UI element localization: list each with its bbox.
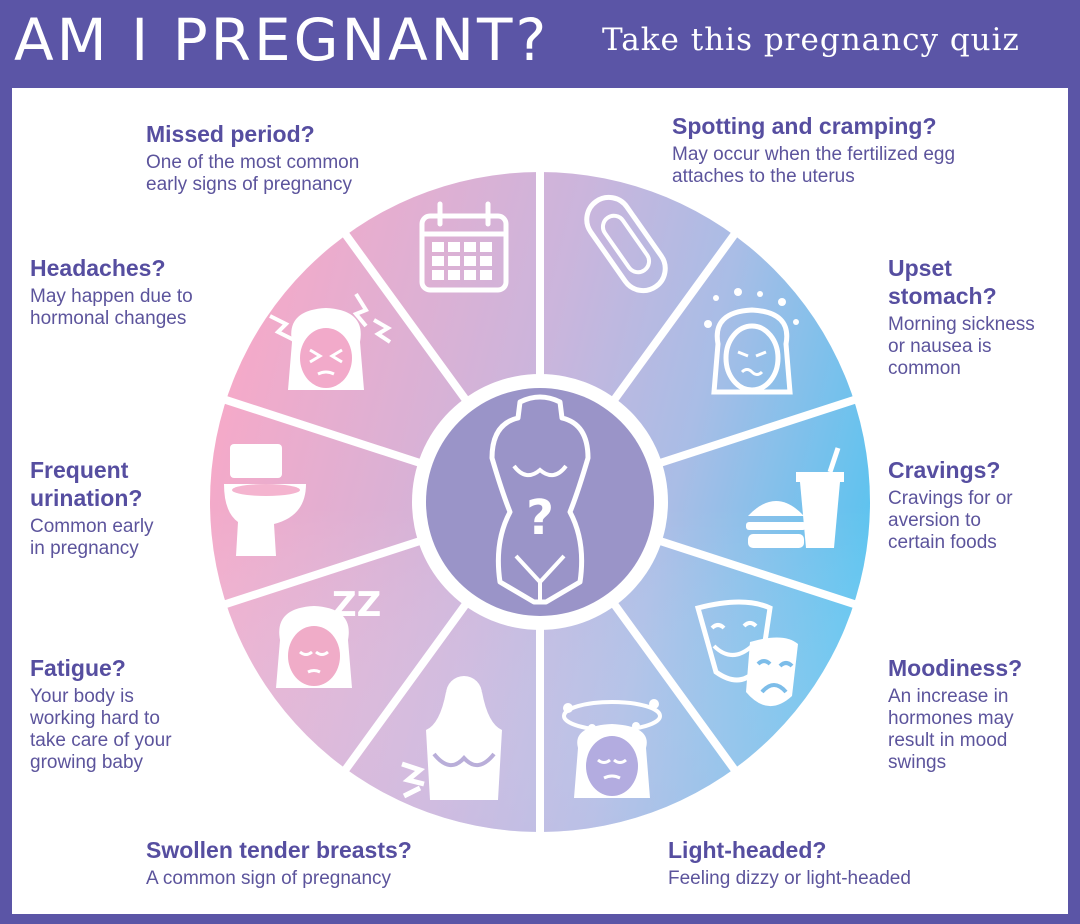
page-subtitle: Take this pregnancy quiz [602,22,1020,58]
segment-divider [219,394,437,472]
header-bar: AM I PREGNANT? Take this pregnancy quiz [0,0,1080,88]
segment-divider [643,532,861,610]
segment-divider [601,227,741,416]
toilet-icon [224,444,306,556]
symptom-light-headed: Light-headed? Feeling dizzy or light-hea… [668,836,1058,890]
symptom-title: Swollen tender breasts? [146,837,412,863]
symptom-title: Cravings? [888,457,1001,483]
symptom-spotting: Spotting and cramping? May occur when th… [672,112,1062,188]
theater-masks-icon [694,599,798,707]
symptom-title: Moodiness? [888,655,1023,681]
segment-divider [219,532,437,610]
sanitary-pad-icon [584,194,668,294]
question-mark-glyph: ? [526,490,554,546]
symptom-title: Missed period? [146,121,315,147]
burger-drink-icon [746,447,844,548]
segment-divider [339,227,479,416]
headache-face-icon [269,292,392,390]
wheel-dividers [219,166,861,838]
calendar-icon [419,201,509,293]
dizzy-face-icon [562,699,662,798]
symptom-description: A common sign of pregnancy [146,868,392,889]
symptom-title: Spotting and cramping? [672,113,937,139]
segment-divider [643,394,861,472]
torso-question-icon: ? [489,394,591,605]
center-circle [426,388,654,616]
symptom-title: Light-headed? [668,837,827,863]
tender-breasts-icon [401,676,502,800]
symptom-swollen-breasts: Swollen tender breasts? A common sign of… [146,836,526,890]
segment-divider [601,588,741,777]
segment-divider [339,588,479,777]
sleepy-face-icon: ZZ [276,585,381,688]
nauseous-face-icon [704,288,799,395]
symptom-title: Headaches? [30,255,166,281]
symptom-description: Feeling dizzy or light-headed [668,868,911,889]
page-title: AM I PREGNANT? [14,6,550,74]
symptom-title: Fatigue? [30,655,126,681]
